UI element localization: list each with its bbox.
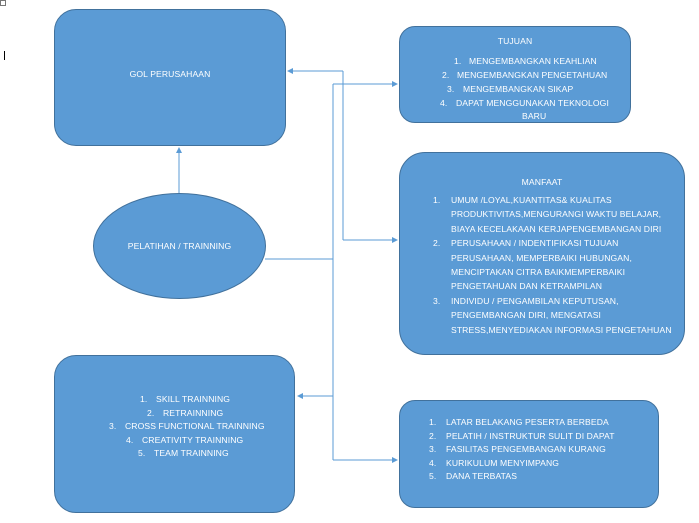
tujuan-list: 1. MENGEMBANGKAN KEAHLIAN 2. MENGEMBANGK…: [400, 55, 630, 122]
item-text: MENGEMBANGKAN PENGETAHUAN: [457, 70, 608, 80]
list-item: 5. TEAM TRAINNING: [55, 447, 294, 461]
item-text: PELATIH / INSTRUKTUR SULIT DI DAPAT: [446, 430, 615, 441]
item-number: 2.: [429, 430, 437, 441]
manfaat-node: MANFAAT 1. UMUM /LOYAL,KUANTITAS& KUALIT…: [399, 152, 685, 355]
item-text: MENGEMBANGKAN KEAHLIAN: [469, 56, 597, 66]
item-number: 4.: [126, 434, 134, 445]
item-number: 4.: [440, 98, 448, 108]
training-node: PELATIHAN / TRAINNING: [93, 193, 266, 299]
item-line: INDIVIDU / PENGAMBILAN KEPUTUSAN,: [451, 295, 619, 306]
item-text: SKILL TRAINNING: [156, 394, 231, 404]
list-item: 4. CREATIVITY TRAINNING: [55, 434, 294, 448]
item-number: 3.: [429, 444, 437, 454]
item-text: CROSS FUNCTIONAL TRAINNING: [125, 421, 265, 431]
item-line: STRESS,MENYEDIAKAN INFORMASI PENGETAHUAN: [451, 324, 672, 335]
list-item: 4. DAPAT MENGGUNAKAN TEKNOLOGI: [400, 97, 630, 111]
list-item: 2. RETRAINNING: [55, 407, 294, 421]
list-item: 4. KURIKULUM MENYIMPANG: [400, 457, 658, 471]
item-line: PERUSAHAAN, MEMPERBAIKI HUBUNGAN,: [451, 252, 632, 263]
item-number: 4.: [429, 457, 437, 468]
item-number: 3.: [447, 84, 455, 94]
list-item: 1. MENGEMBANGKAN KEAHLIAN: [400, 55, 630, 69]
list-item: 3. INDIVIDU / PENGAMBILAN KEPUTUSAN, PEN…: [400, 294, 684, 337]
item-text: KURIKULUM MENYIMPANG: [446, 457, 560, 468]
item-line: PENGEMBANGAN DIRI, MENGATASI: [451, 310, 602, 321]
item-number: 1.: [454, 56, 462, 66]
item-line: PERUSAHAAN / INDENTIFIKASI TUJUAN: [451, 238, 619, 249]
list-item: 2. PERUSAHAAN / INDENTIFIKASI TUJUAN PER…: [400, 236, 684, 294]
tujuan-node: TUJUAN 1. MENGEMBANGKAN KEAHLIAN 2. MENG…: [399, 26, 631, 123]
item-number: 5.: [138, 448, 146, 458]
item-number: 3.: [433, 295, 441, 306]
training-label: PELATIHAN / TRAINNING: [127, 241, 232, 251]
item-number: 1.: [140, 394, 148, 404]
training-types-node: 1. SKILL TRAINNING 2. RETRAINNING 3. CRO…: [54, 355, 295, 513]
item-text: LATAR BELAKANG PESERTA BERBEDA: [446, 417, 609, 427]
item-text: DANA TERBATAS: [446, 471, 518, 481]
window-corner-marker: [0, 0, 6, 6]
list-item: 1. LATAR BELAKANG PESERTA BERBEDA: [400, 416, 658, 430]
item-line: PENGETAHUAN DAN KETRAMPILAN: [451, 281, 603, 292]
training-types-list: 1. SKILL TRAINNING 2. RETRAINNING 3. CRO…: [55, 393, 294, 461]
constraints-list: 1. LATAR BELAKANG PESERTA BERBEDA 2. PEL…: [400, 416, 658, 484]
item-number: 2.: [442, 70, 450, 80]
item-text: DAPAT MENGGUNAKAN TEKNOLOGI: [456, 98, 609, 108]
item-text: BARU: [522, 111, 547, 121]
list-item: 3. MENGEMBANGKAN SIKAP: [400, 83, 630, 97]
item-line: MENCIPTAKAN CITRA BAIKMEMPERBAIKI: [451, 267, 626, 278]
item-line: UMUM /LOYAL,KUANTITAS& KUALITAS: [451, 195, 612, 205]
item-number: 1.: [433, 195, 441, 205]
constraints-node: 1. LATAR BELAKANG PESERTA BERBEDA 2. PEL…: [399, 400, 659, 508]
text-cursor: [4, 51, 5, 60]
item-text: TEAM TRAINNING: [154, 448, 229, 458]
item-number: 5.: [429, 471, 437, 481]
list-item: 3. CROSS FUNCTIONAL TRAINNING: [55, 420, 294, 434]
list-item: BARU: [400, 111, 630, 122]
goal-node: GOL PERUSAHAAN: [54, 9, 286, 146]
item-number: 2.: [433, 238, 441, 249]
item-text: FASILITAS PENGEMBANGAN KURANG: [446, 444, 606, 454]
goal-label: GOL PERUSAHAAN: [129, 69, 211, 79]
list-item: 1. UMUM /LOYAL,KUANTITAS& KUALITAS PRODU…: [400, 193, 684, 236]
item-number: 3.: [109, 421, 117, 431]
item-number: 2.: [147, 407, 155, 418]
item-number: 1.: [429, 417, 437, 427]
manfaat-title: MANFAAT: [521, 177, 563, 187]
list-item: 3. FASILITAS PENGEMBANGAN KURANG: [400, 443, 658, 457]
list-item: 1. SKILL TRAINNING: [55, 393, 294, 407]
manfaat-list: 1. UMUM /LOYAL,KUANTITAS& KUALITAS PRODU…: [400, 193, 684, 337]
item-text: RETRAINNING: [163, 407, 224, 418]
list-item: 2. PELATIH / INSTRUKTUR SULIT DI DAPAT: [400, 430, 658, 444]
list-item: 2. MENGEMBANGKAN PENGETAHUAN: [400, 69, 630, 83]
tujuan-title: TUJUAN: [497, 36, 533, 46]
list-item: 5. DANA TERBATAS: [400, 470, 658, 484]
item-text: MENGEMBANGKAN SIKAP: [463, 84, 574, 94]
item-line: BIAYA KECELAKAAN KERJAPENGEMBANGAN DIRI: [451, 223, 662, 234]
item-text: CREATIVITY TRAINNING: [142, 434, 244, 445]
item-line: PRODUKTIVITAS,MENGURANGI WAKTU BELAJAR,: [451, 209, 662, 220]
